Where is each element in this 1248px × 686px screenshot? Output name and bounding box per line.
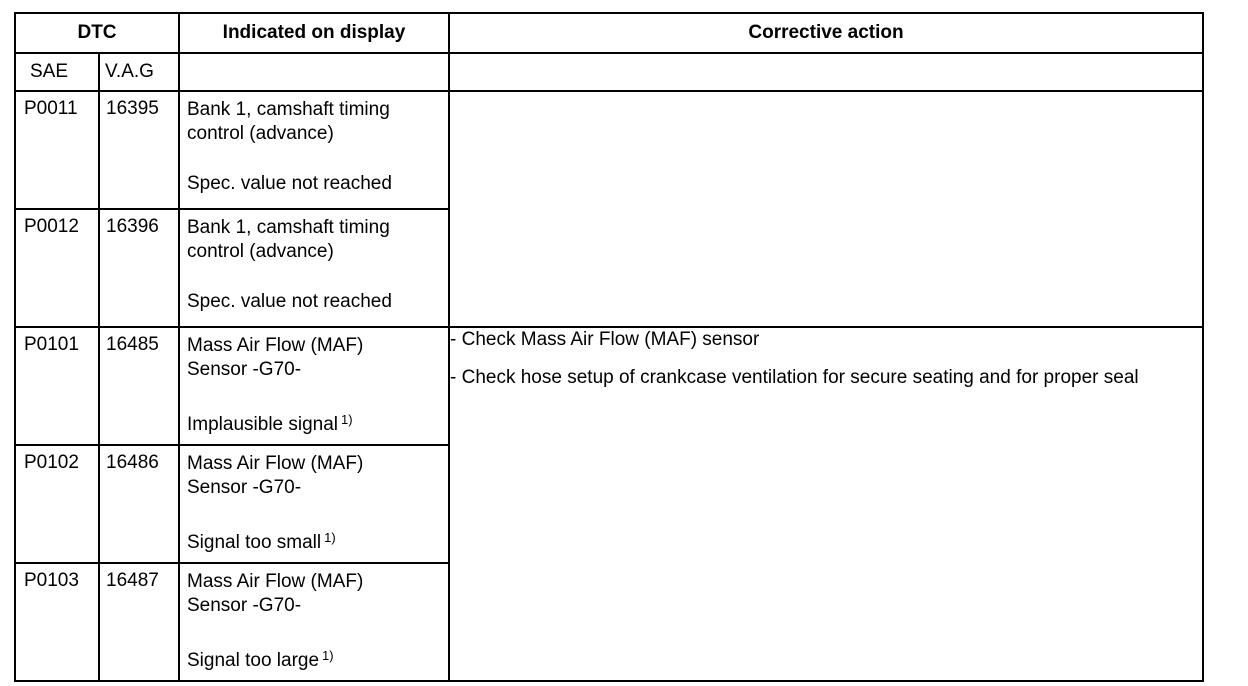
- header-row: DTC Indicated on display Corrective acti…: [14, 12, 1204, 54]
- sae-code: P0101: [14, 326, 100, 446]
- indicated-line: Mass Air Flow (MAF): [187, 453, 364, 474]
- indicated-line: Sensor -G70-: [187, 595, 302, 616]
- indicated-status: Spec. value not reached: [187, 173, 392, 194]
- corrective-header: Corrective action: [448, 12, 1204, 54]
- subheader-row: SAE V.A.G: [14, 52, 1204, 92]
- table-row: P0103 16487 Mass Air Flow (MAF) Sensor -…: [14, 562, 1203, 682]
- status-text: Signal too large: [187, 650, 320, 671]
- footnote-marker: 1): [341, 412, 353, 427]
- footnote-marker: 1): [324, 530, 336, 545]
- indicated-line: control (advance): [187, 123, 334, 144]
- indicated-header: Indicated on display: [178, 12, 450, 54]
- sae-code: P0103: [14, 562, 100, 682]
- indicated-line: Mass Air Flow (MAF): [187, 335, 364, 356]
- vag-code: 16395: [98, 90, 180, 210]
- dtc-table: DTC Indicated on display Corrective acti…: [14, 12, 1204, 682]
- status-text: Signal too small: [187, 532, 322, 553]
- indicated-text: Mass Air Flow (MAF) Sensor -G70- Implaus…: [178, 326, 450, 446]
- vag-code: 16396: [98, 208, 180, 328]
- indicated-line: control (advance): [187, 241, 334, 262]
- indicated-line: Mass Air Flow (MAF): [187, 571, 364, 592]
- indicated-line: Bank 1, camshaft timing: [187, 99, 390, 120]
- footnote-marker: 1): [322, 648, 334, 663]
- sae-subheader: SAE: [14, 52, 100, 92]
- vag-code: 16486: [98, 444, 180, 564]
- indicated-text: Bank 1, camshaft timing control (advance…: [178, 90, 450, 210]
- vag-code: 16485: [98, 326, 180, 446]
- empty-cell: [448, 52, 1204, 92]
- corrective-cell-empty: [448, 90, 1204, 328]
- indicated-text: Bank 1, camshaft timing control (advance…: [178, 208, 450, 328]
- indicated-line: Sensor -G70-: [187, 359, 302, 380]
- sae-code: P0012: [14, 208, 100, 328]
- empty-cell: [178, 52, 450, 92]
- corrective-action-cell: - Check Mass Air Flow (MAF) sensor - Che…: [448, 326, 1204, 682]
- indicated-line: Sensor -G70-: [187, 477, 302, 498]
- table-row: P0012 16396 Bank 1, camshaft timing cont…: [14, 208, 1203, 328]
- indicated-text: Mass Air Flow (MAF) Sensor -G70- Signal …: [178, 444, 450, 564]
- table-row: P0102 16486 Mass Air Flow (MAF) Sensor -…: [14, 444, 1203, 564]
- table-row: P0101 16485 Mass Air Flow (MAF) Sensor -…: [14, 326, 1204, 682]
- corrective-action-item: - Check hose setup of crankcase ventilat…: [450, 367, 1139, 388]
- indicated-status: Spec. value not reached: [187, 291, 392, 312]
- indicated-line: Bank 1, camshaft timing: [187, 217, 390, 238]
- indicated-text: Mass Air Flow (MAF) Sensor -G70- Signal …: [178, 562, 450, 682]
- table-row: P0011 16395 Bank 1, camshaft timing cont…: [14, 90, 1204, 328]
- status-text: Implausible signal: [187, 414, 339, 435]
- dtc-header: DTC: [14, 12, 180, 54]
- sae-code: P0102: [14, 444, 100, 564]
- vag-code: 16487: [98, 562, 180, 682]
- sae-code: P0011: [14, 90, 100, 210]
- corrective-action-item: - Check Mass Air Flow (MAF) sensor: [450, 329, 760, 350]
- vag-subheader: V.A.G: [98, 52, 180, 92]
